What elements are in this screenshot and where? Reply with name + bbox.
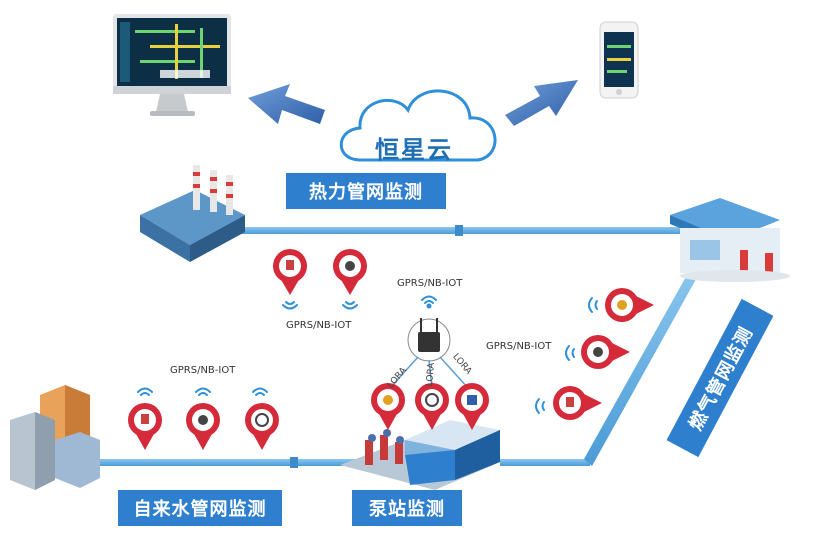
sensor-marker-icon [245, 403, 279, 450]
protocol-label-water: GPRS/NB-IOT [170, 365, 236, 376]
sensor-marker-icon [186, 403, 220, 450]
sensor-marker-icon [273, 249, 307, 295]
arrow-to-monitor-icon [248, 84, 325, 124]
water-network-label: 自来水管网监测 [118, 490, 282, 526]
city-buildings-icon [10, 385, 100, 490]
pump-station-icon [340, 420, 500, 490]
sensor-marker-icon [553, 386, 602, 420]
gas-station-icon [670, 198, 790, 282]
lora-label: LORA [425, 362, 438, 387]
gateway-router-icon [407, 318, 451, 362]
sensor-marker-icon [581, 335, 630, 369]
arrow-to-phone-icon [505, 80, 578, 126]
protocol-label-heat: GPRS/NB-IOT [286, 320, 352, 331]
heat-pipe [240, 225, 680, 236]
wifi-signal-icon [535, 398, 545, 414]
protocol-label-gateway: GPRS/NB-IOT [397, 278, 463, 289]
wifi-signal-icon [421, 295, 437, 309]
factory-icon [140, 165, 245, 262]
wifi-signal-icon [137, 387, 153, 396]
sensor-marker-icon [415, 383, 449, 430]
cloud-icon [339, 89, 497, 162]
wifi-signal-icon [588, 297, 598, 313]
sensor-marker-icon [455, 383, 489, 430]
sensor-marker-icon [371, 383, 405, 430]
wifi-signal-icon [252, 387, 268, 396]
smartphone-icon [599, 21, 639, 99]
sensor-marker-icon [605, 288, 654, 322]
sensor-marker-icon [333, 249, 367, 295]
wifi-signal-icon [565, 345, 575, 361]
pump-station-label: 泵站监测 [352, 490, 462, 526]
wifi-signal-icon [282, 301, 298, 310]
heat-network-label: 热力管网监测 [286, 173, 446, 209]
cloud-title: 恒星云 [375, 136, 453, 164]
wifi-signal-icon [195, 387, 211, 396]
gas-pipe [584, 266, 700, 466]
sensor-marker-icon [128, 403, 162, 450]
protocol-label-gas: GPRS/NB-IOT [486, 341, 552, 352]
desktop-monitor-icon [113, 14, 231, 116]
water-pipe [90, 457, 590, 468]
wifi-signal-icon [342, 301, 358, 310]
